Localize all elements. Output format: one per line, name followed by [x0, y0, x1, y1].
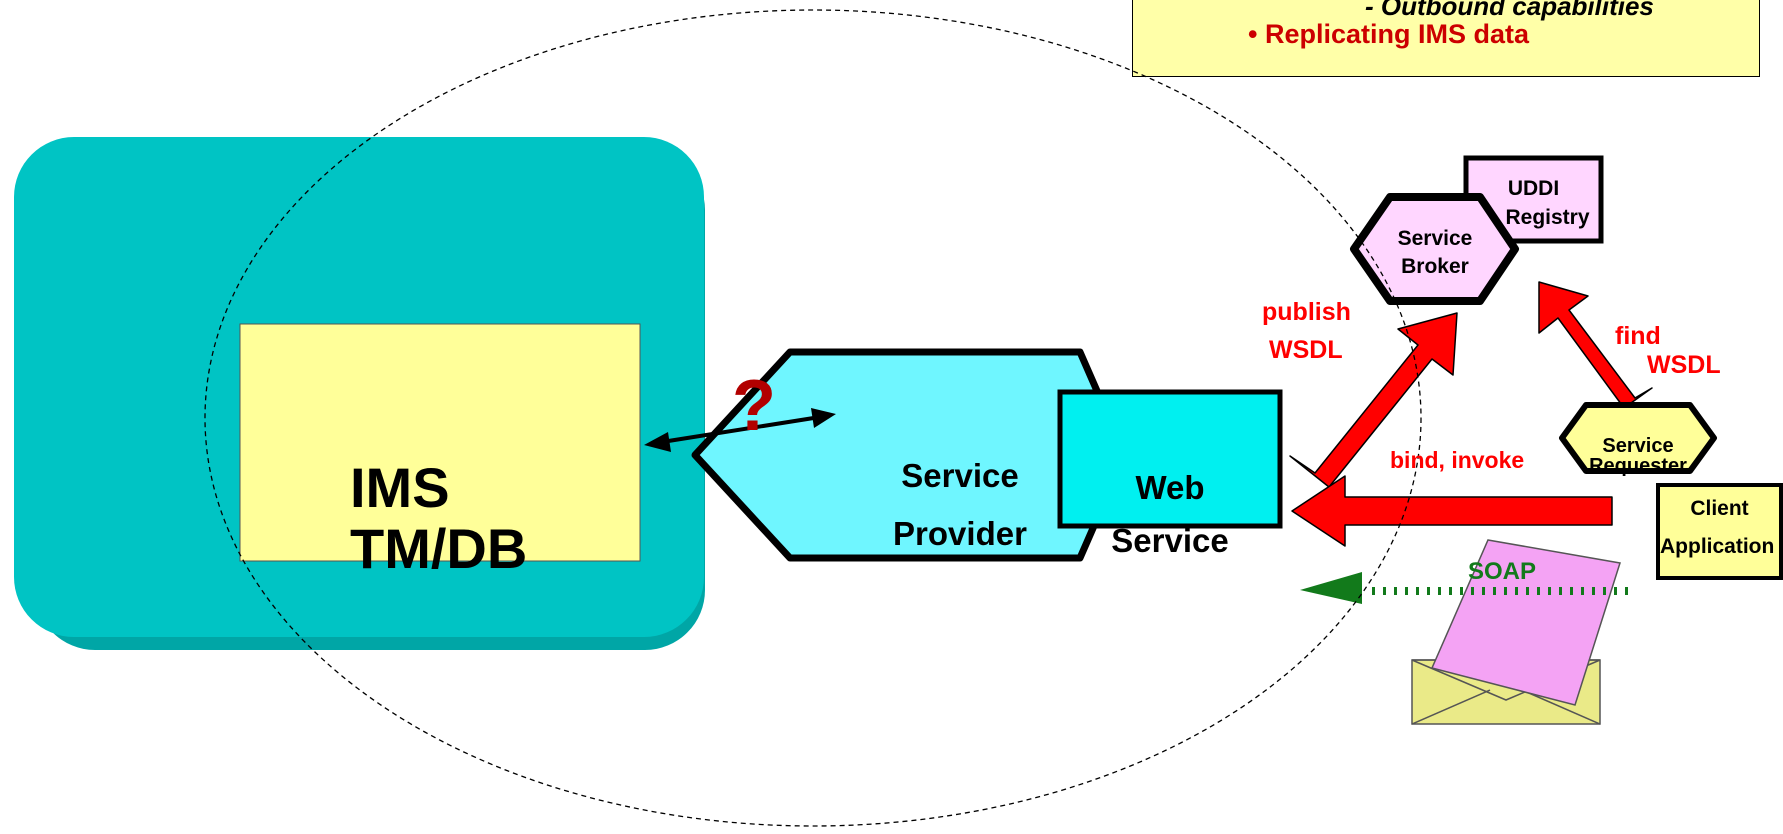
ims-subtitle: TM/DB [350, 517, 528, 580]
uddi-label-1: UDDI [1507, 177, 1560, 200]
web-service-label-1: Web [1135, 469, 1205, 506]
service-requester-label-1: Service [1602, 435, 1674, 457]
red-arrow-icon [1291, 475, 1613, 547]
client-app-label-2: Application [1660, 535, 1775, 558]
soap-label: SOAP [1468, 558, 1537, 585]
envelope-icon [1411, 539, 1621, 725]
service-provider-label-2: Provider [893, 515, 1027, 552]
bind-invoke-label: bind, invoke [1390, 447, 1525, 473]
client-application-box [1656, 483, 1783, 580]
client-app-label-1: Client [1690, 497, 1749, 520]
service-broker-label-2: Broker [1401, 255, 1469, 278]
red-arrow-icon [1289, 312, 1458, 488]
note-line-2: • Replicating IMS data [1248, 19, 1529, 49]
question-mark: ? [732, 366, 776, 446]
note-box [1132, 0, 1760, 77]
service-requester-hexagon [1559, 402, 1717, 474]
red-arrow-icon [1538, 281, 1653, 409]
find-label: find [1615, 322, 1661, 350]
ims-provider-link [644, 408, 836, 452]
find-wsdl-label: WSDL [1647, 351, 1721, 379]
ims-title: IMS [350, 456, 450, 519]
scope-ellipse [204, 9, 1422, 827]
web-service-label-2: Service [1111, 522, 1229, 559]
dotted-arrow-icon [1300, 572, 1630, 604]
service-broker-hexagon [1350, 193, 1519, 305]
uddi-label-2: Registry [1505, 206, 1590, 229]
web-service-box [1057, 389, 1283, 529]
service-broker-label-1: Service [1397, 227, 1473, 250]
publish-wsdl-label: WSDL [1269, 336, 1343, 364]
service-requester-label-2: Requester [1589, 455, 1687, 477]
note-line-1: - Outbound capabilities [1365, 0, 1654, 21]
publish-label: publish [1262, 298, 1351, 326]
ims-label-box [239, 323, 641, 562]
service-provider-label-1: Service [901, 457, 1019, 494]
